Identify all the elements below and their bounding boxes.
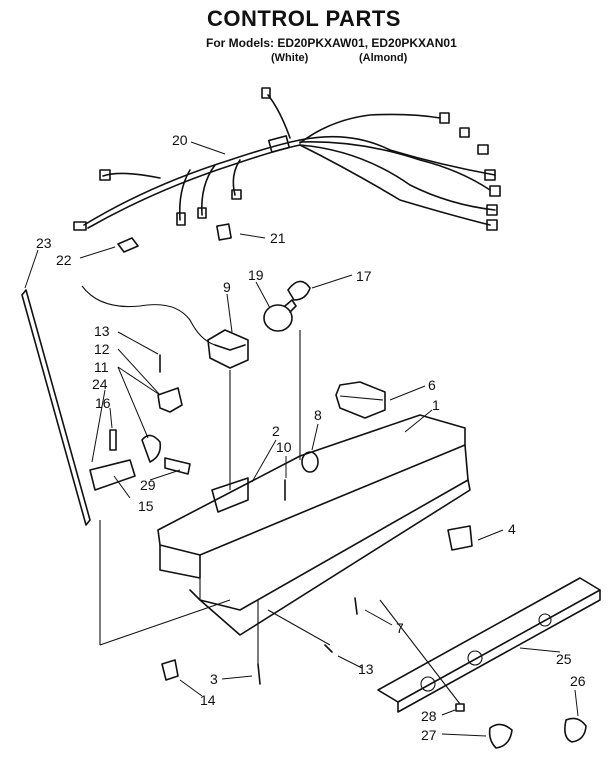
- callout-6: 6: [428, 377, 436, 393]
- control-rod-23: 23: [21, 235, 91, 526]
- bracket-2: 2: [211, 423, 280, 513]
- variant-almond: (Almond): [359, 52, 408, 64]
- callout-4: 4: [508, 521, 516, 537]
- callout-1: 1: [432, 397, 440, 413]
- clip-28: 28: [421, 703, 465, 724]
- lamp-socket-17: 17: [287, 268, 372, 301]
- callout-21: 21: [270, 230, 286, 246]
- callout-2: 2: [272, 423, 280, 439]
- callout-14: 14: [200, 692, 216, 708]
- callout-17: 17: [356, 268, 372, 284]
- callout-10: 10: [276, 439, 292, 455]
- callout-11: 11: [94, 359, 109, 375]
- console-panel-25: 25: [377, 577, 601, 713]
- callout-26: 26: [570, 673, 586, 689]
- callout-3: 3: [210, 671, 218, 687]
- thermostat-9: 9: [81, 279, 249, 369]
- screw-13: 13: [324, 644, 374, 677]
- callout-24: 24: [92, 376, 108, 392]
- bushing-8: 8: [301, 407, 322, 473]
- callout-13b: 13: [358, 661, 374, 677]
- control-housing-1: 1: [157, 397, 471, 636]
- models-line: For Models: ED20PKXAW01, ED20PKXAN01: [206, 36, 457, 50]
- callout-13a: 13: [94, 323, 110, 339]
- callout-19: 19: [248, 267, 264, 283]
- screw-7: 7: [354, 597, 404, 636]
- clip-14: 14: [161, 659, 216, 708]
- callout-25: 25: [556, 651, 572, 667]
- wiring-harness-20: 20: [73, 87, 501, 231]
- knob-26: 26: [564, 673, 587, 743]
- callout-16: 16: [95, 395, 111, 411]
- callout-23: 23: [36, 235, 52, 251]
- callout-22: 22: [56, 252, 72, 268]
- callout-20: 20: [172, 132, 188, 148]
- callout-15: 15: [138, 498, 154, 514]
- page-title: CONTROL PARTS: [207, 6, 401, 31]
- clip-22: 22: [56, 237, 139, 268]
- timer-6: 6: [335, 377, 436, 419]
- knob-27: 27: [421, 723, 513, 749]
- callout-29: 29: [140, 477, 156, 493]
- callout-7: 7: [396, 620, 404, 636]
- screw-10: 10: [276, 439, 292, 501]
- screw-3: 3: [210, 663, 261, 687]
- callout-9: 9: [223, 279, 231, 295]
- callout-8: 8: [314, 407, 322, 423]
- callout-27: 27: [421, 727, 437, 743]
- switch-assembly: 13 12 11 24 16 29 15: [89, 323, 191, 514]
- callout-12: 12: [94, 341, 110, 357]
- switch-4: 4: [447, 521, 516, 551]
- light-bulb-19: 19: [248, 267, 297, 332]
- callout-28: 28: [421, 708, 437, 724]
- variant-white: (White): [271, 52, 309, 64]
- assembly-lines: [99, 330, 461, 705]
- clip-21: 21: [216, 223, 286, 246]
